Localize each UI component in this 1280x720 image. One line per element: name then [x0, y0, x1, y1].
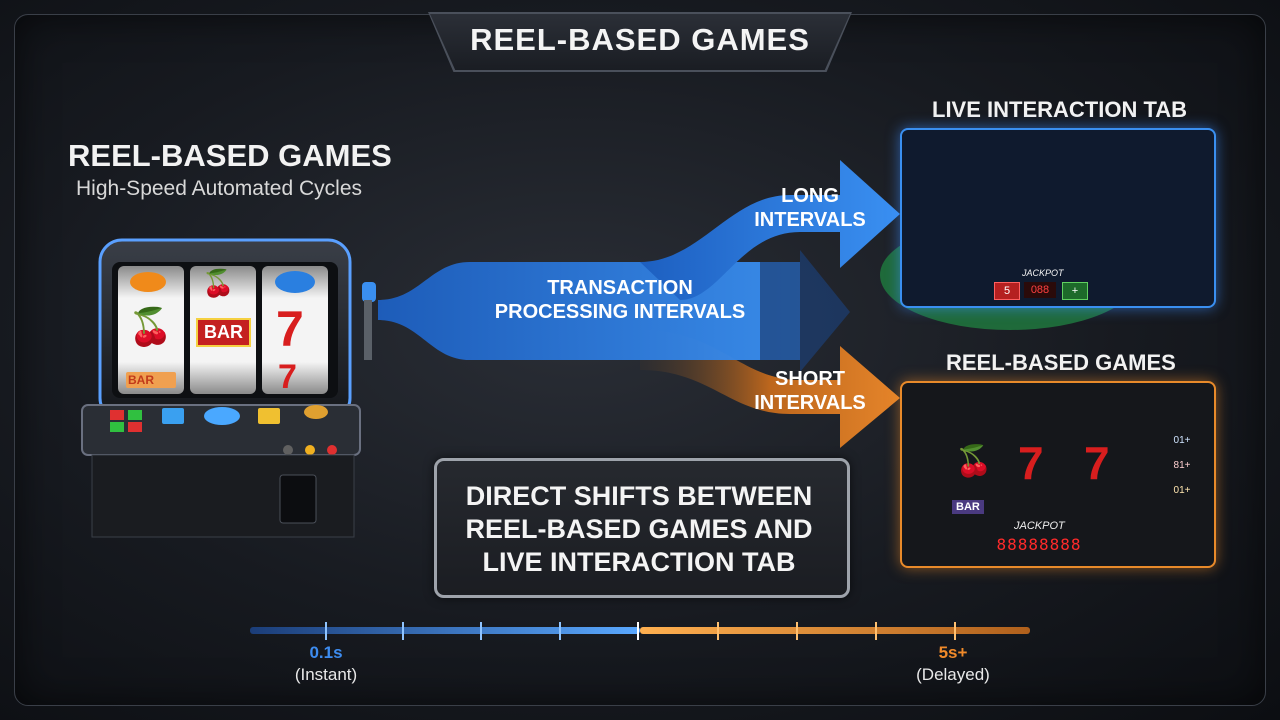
- live-interaction-panel[interactable]: [900, 128, 1216, 308]
- title-tab: [430, 14, 850, 70]
- transaction-arrow-head: [760, 250, 850, 372]
- bar-symbol: BAR: [128, 373, 154, 387]
- seven-symbol: 7: [278, 358, 297, 396]
- cherry-symbol: 🍒: [128, 306, 173, 347]
- long-interval-arrow: [640, 160, 900, 300]
- short-interval-label: SHORT INTERVALS: [754, 368, 866, 414]
- scale-left-caption: (Instant): [294, 665, 358, 684]
- live-jackpot-text: JACKPOT: [1022, 268, 1064, 278]
- left-heading: REEL-BASED GAMES: [68, 138, 392, 173]
- live-readout-credits: 088: [1024, 282, 1056, 298]
- seven-symbol: 7: [1084, 437, 1110, 489]
- transaction-label: TRANSACTION PROCESSING INTERVALS: [494, 277, 746, 323]
- reel-panel-heading: REEL-BASED GAMES: [946, 350, 1176, 375]
- reel-jackpot-text: JACKPOT: [1014, 520, 1065, 532]
- side-button-3[interactable]: 01+: [1173, 485, 1191, 496]
- long-interval-label: LONG INTERVALS: [754, 185, 866, 231]
- side-button-2[interactable]: 81+: [1173, 460, 1191, 471]
- live-readout-add[interactable]: +: [1062, 282, 1088, 300]
- callout-box: [434, 458, 850, 598]
- jackpot-display: 88888888: [996, 535, 1082, 554]
- cherry-symbol: 🍒: [955, 445, 993, 478]
- scale-right-value: 5s+: [938, 643, 968, 662]
- bar-symbol: BAR: [196, 318, 251, 347]
- seven-symbol: 7: [276, 301, 304, 357]
- side-button-1[interactable]: 01+: [1173, 435, 1191, 446]
- bar-symbol: BAR: [952, 500, 984, 514]
- cherry-symbol: 🍒: [202, 268, 235, 298]
- time-scale: [250, 622, 1030, 640]
- scale-left-value: 0.1s: [309, 643, 343, 662]
- scale-right-caption: (Delayed): [916, 665, 990, 684]
- live-readout-bet[interactable]: 5: [994, 282, 1020, 300]
- page-title: REEL-BASED GAMES: [470, 22, 810, 57]
- reel-games-panel[interactable]: [900, 381, 1216, 568]
- left-subtitle: High-Speed Automated Cycles: [76, 177, 362, 200]
- live-tab-heading: LIVE INTERACTION TAB: [932, 97, 1188, 122]
- callout-text: DIRECT SHIFTS BETWEEN REEL-BASED GAMES A…: [465, 481, 813, 577]
- seven-symbol: 7: [1018, 437, 1044, 489]
